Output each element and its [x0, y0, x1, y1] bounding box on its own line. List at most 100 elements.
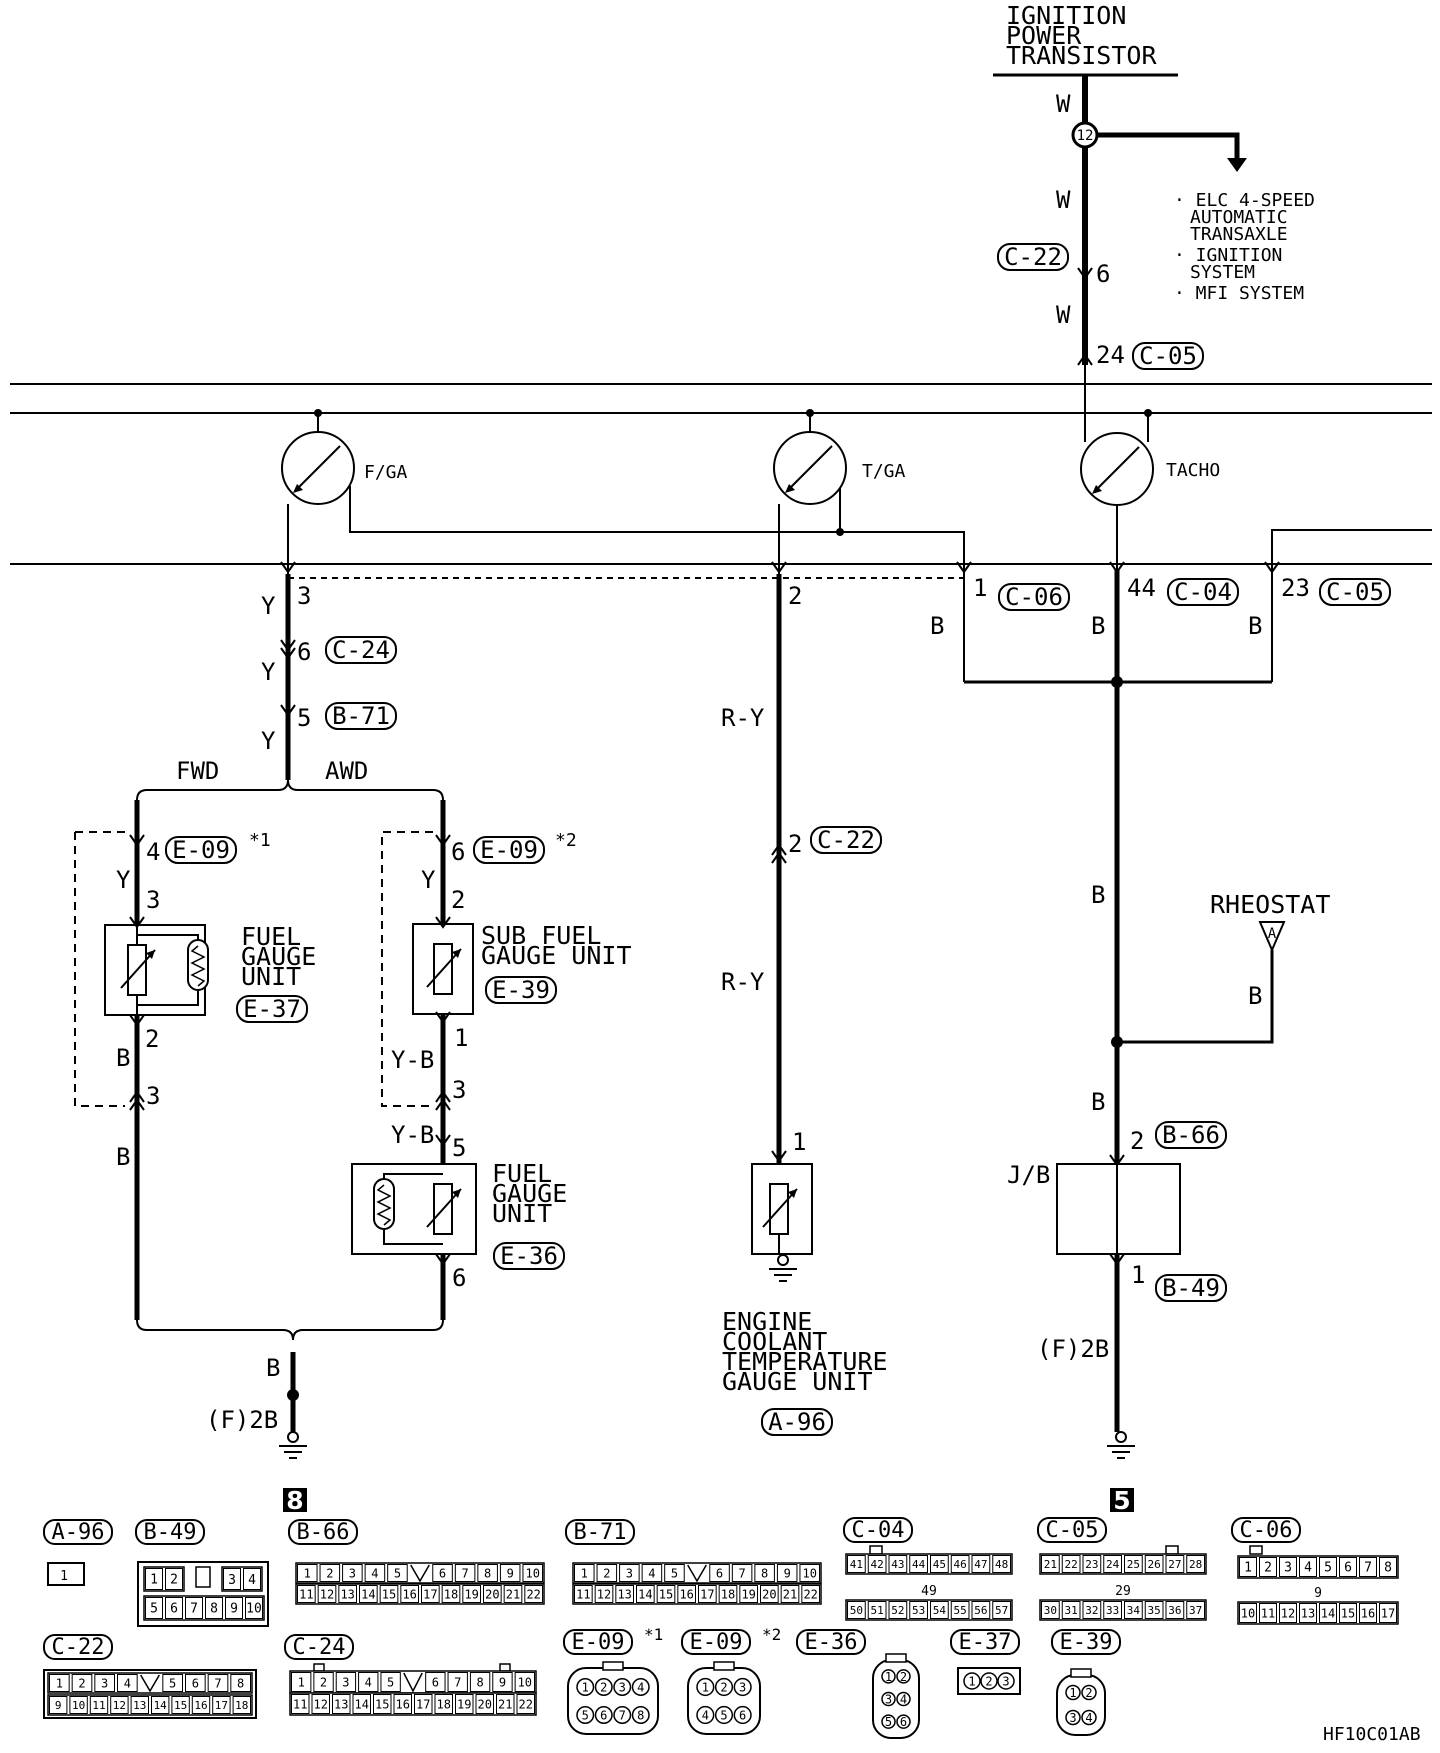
pin-number: 30: [1044, 1604, 1057, 1617]
pin-chevron: [771, 1150, 787, 1163]
pin-cell: [847, 1555, 866, 1573]
latch-icon: [713, 1661, 735, 1671]
pin-number: 2: [900, 1670, 907, 1684]
system-line-3: TRANSAXLE: [1190, 224, 1288, 245]
wire-color-b-main: B: [1091, 881, 1105, 909]
pin-cell: [1124, 1555, 1143, 1573]
pin-number: 16: [194, 1699, 207, 1712]
pin-number: 15: [382, 1587, 396, 1601]
pin-row: [295, 1562, 545, 1584]
pin-cell: [847, 1601, 866, 1619]
pin-cell: [223, 1568, 241, 1590]
pin-cell: [1103, 1601, 1122, 1619]
pin-cell: [475, 1694, 494, 1714]
pin-cell: [89, 1696, 109, 1714]
pin-cell: [421, 1585, 440, 1603]
latch-icon: [499, 1663, 511, 1672]
e36-label-3: UNIT: [492, 1199, 552, 1228]
wire-color-y-3: Y: [261, 727, 276, 755]
pin-number: 4: [371, 1566, 378, 1580]
connector-chevron: [771, 843, 787, 864]
pin-number: 19: [741, 1587, 755, 1601]
engine-coolant-temperature-gauge-unit: [751, 1163, 813, 1255]
pin-number: 7: [461, 1566, 468, 1580]
pin-socket: [881, 1714, 896, 1729]
pin-number: 1: [1069, 1686, 1076, 1700]
pin-row: [572, 1583, 822, 1605]
pin-number: 53: [912, 1604, 925, 1617]
systems-list: · ELC 4-SPEED AUTOMATIC TRANSAXLE · IGNI…: [1174, 190, 1315, 304]
pin-number: 14: [361, 1587, 375, 1601]
connector-badge-a96: [761, 1408, 833, 1436]
pin-number: 13: [1301, 1606, 1315, 1620]
pin-number: 19: [457, 1697, 471, 1711]
connector-view-label: C-06: [1240, 1518, 1293, 1543]
wire-color-y-2: Y: [261, 658, 276, 686]
a96-label-3: TEMPERATURE: [722, 1347, 888, 1376]
pin-number: 5: [885, 1715, 892, 1729]
connector-badge-c24: [325, 636, 397, 664]
pin-cell: [636, 1585, 655, 1603]
pin-cell: [1103, 1555, 1122, 1573]
pin-cell: [400, 1585, 420, 1603]
pin-socket: [696, 1677, 715, 1697]
pin-row: [47, 1694, 253, 1716]
pin-number: 33: [1106, 1604, 1119, 1617]
pin-socket: [594, 1678, 613, 1696]
pin-chevron: [1109, 1253, 1125, 1266]
e36-housing: [872, 1659, 920, 1739]
figure-code: HF10C01AB: [1323, 1724, 1421, 1745]
connector-badge: [284, 1634, 354, 1660]
pin-chevron: [280, 704, 296, 717]
connector-view-label: C-24: [293, 1635, 346, 1660]
pin-cell: [1279, 1603, 1297, 1623]
e39-housing: [1056, 1674, 1106, 1736]
pin-cell: [359, 1585, 378, 1603]
pin-cell: [291, 1672, 312, 1692]
pin-chevron: [771, 561, 787, 574]
pin-cell: [483, 1585, 502, 1603]
pin-cell: [441, 1585, 461, 1603]
pin-row: [1039, 1599, 1207, 1621]
pin-number: 6: [1344, 1561, 1352, 1576]
pin-cell: [1299, 1603, 1317, 1623]
pin-cell: [291, 1694, 310, 1714]
pin-number: 12: [113, 1699, 126, 1712]
pin-number: 12: [314, 1697, 328, 1711]
latch-icon: [1249, 1545, 1263, 1555]
pin-number: 12: [1281, 1606, 1295, 1620]
variant-fwd: FWD: [176, 757, 219, 785]
pin-cell: [574, 1585, 593, 1603]
pin-number: 22: [1065, 1558, 1078, 1571]
pin-number: 17: [215, 1699, 228, 1712]
node: [836, 528, 844, 536]
pin-number: 6: [432, 1675, 439, 1689]
connector-badge: [43, 1519, 113, 1545]
pin-chevron: [435, 916, 451, 929]
pin-cell: [342, 1564, 363, 1582]
connector-badge: [288, 1519, 358, 1545]
e39-label-1: SUB FUEL: [481, 921, 601, 950]
pin-cell: [191, 1696, 211, 1714]
pin-number: 7: [738, 1566, 745, 1580]
pin-row: [845, 1553, 1013, 1575]
connector-view-label: E-39: [1060, 1630, 1113, 1655]
pin-socket: [896, 1714, 911, 1729]
pin-number: 3: [885, 1693, 892, 1707]
gauge-label-fga: F/GA: [364, 462, 408, 483]
float-coil: [190, 945, 206, 987]
connector-badge-b71: [325, 702, 397, 730]
pin-number: 51: [871, 1604, 884, 1617]
pin-cell: [739, 1585, 758, 1603]
wire-color-y-awd: Y: [421, 866, 436, 894]
pin-number: 4: [365, 1675, 372, 1689]
pin-cell: [151, 1696, 170, 1714]
connector-badge-c22-mid: [810, 826, 882, 854]
pin-cell: [971, 1601, 991, 1619]
pin-cell: [641, 1564, 663, 1582]
pin-socket: [733, 1677, 752, 1697]
pin-cell: [867, 1601, 887, 1619]
pin-number: 35: [1148, 1604, 1161, 1617]
wire-color-b-c05: B: [1248, 612, 1262, 640]
